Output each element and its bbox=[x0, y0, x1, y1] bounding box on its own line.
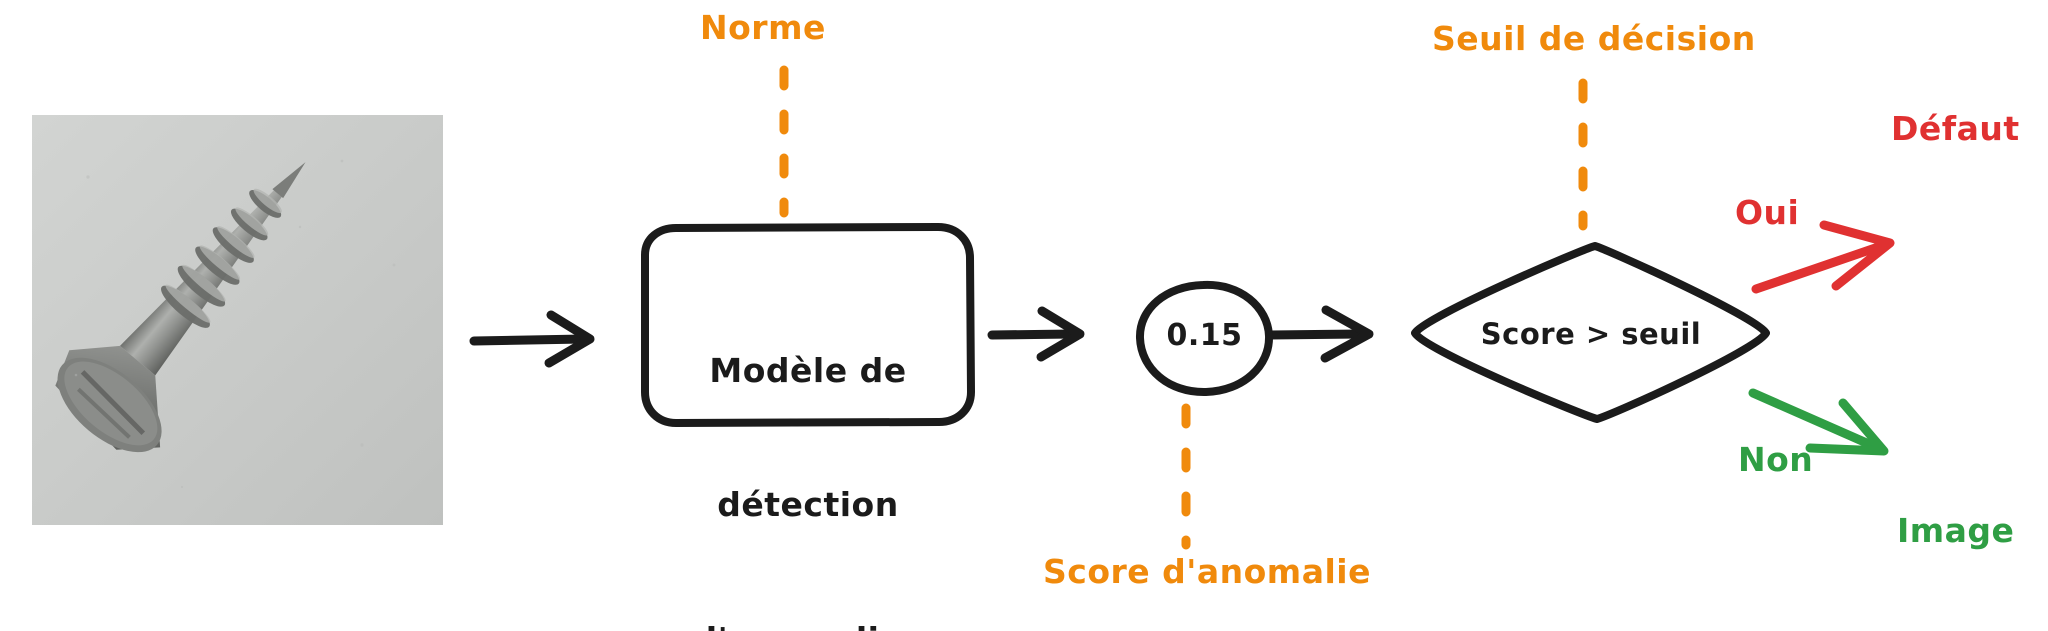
branch-result-image-normale: Image normale bbox=[1897, 421, 2048, 631]
score-circle-value: 0.15 bbox=[1166, 318, 1243, 353]
branch-label-oui: Oui bbox=[1735, 193, 1800, 232]
model-box-line-1: Modèle de bbox=[709, 350, 907, 390]
model-box-label: Modèle de détection d'anomalies bbox=[645, 259, 971, 631]
branch-result-line-1: Image bbox=[1897, 511, 2015, 551]
annotation-score-anomalie: Score d'anomalie bbox=[1043, 552, 1371, 591]
branch-result-defaut: Défaut bbox=[1891, 109, 2020, 148]
node-score-circle bbox=[1135, 280, 1274, 397]
arrow-score-to-decision bbox=[1263, 305, 1374, 363]
decision-diamond-label: Score > seuil bbox=[1480, 317, 1702, 351]
arrow-model-to-score bbox=[987, 306, 1085, 362]
input-image-screw-photo bbox=[32, 115, 443, 525]
model-box-line-3: d'anomalies bbox=[645, 618, 971, 631]
screw-photo-illustration bbox=[32, 115, 443, 525]
branch-label-non: Non bbox=[1738, 440, 1814, 479]
annotation-norme: Norme bbox=[700, 8, 826, 47]
arrow-decision-non bbox=[1748, 388, 1889, 456]
annotation-seuil-de-decision: Seuil de décision bbox=[1432, 19, 1756, 58]
model-box-line-2: détection bbox=[717, 485, 899, 525]
node-decision-diamond bbox=[1411, 242, 1770, 423]
arrow-image-to-model bbox=[469, 310, 595, 368]
node-model-box bbox=[641, 223, 975, 427]
arrow-decision-oui bbox=[1751, 220, 1895, 294]
